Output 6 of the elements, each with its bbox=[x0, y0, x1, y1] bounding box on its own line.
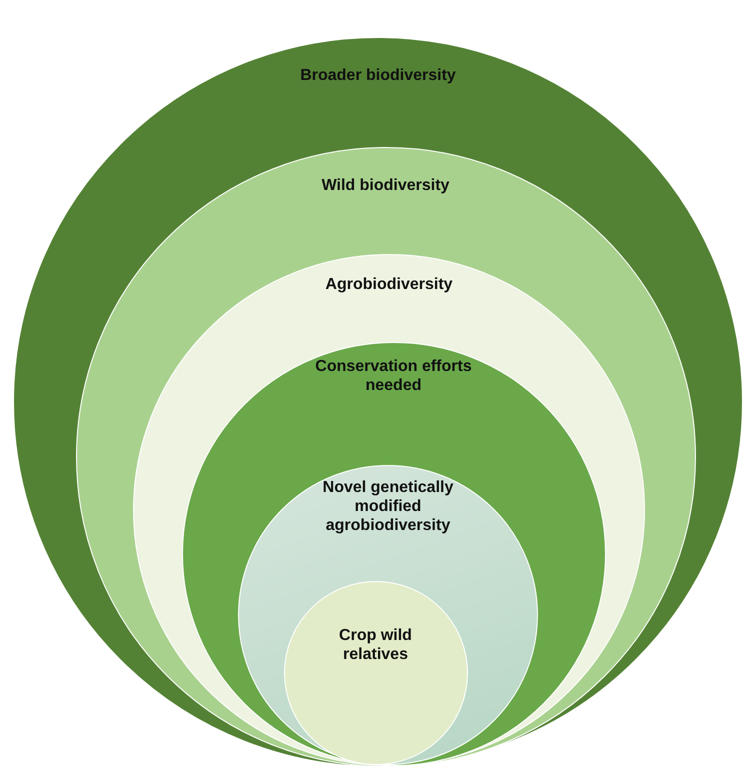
circle-label: Agrobiodiversity bbox=[324, 275, 454, 294]
circle-label: Crop wild relatives bbox=[338, 626, 413, 664]
circle-label: Wild biodiversity bbox=[320, 176, 450, 195]
circle-label: Broader biodiversity bbox=[299, 66, 457, 86]
circle-label: Novel genetically modified agrobiodiversity bbox=[322, 478, 454, 536]
circle-label: Conservation efforts needed bbox=[314, 356, 473, 395]
